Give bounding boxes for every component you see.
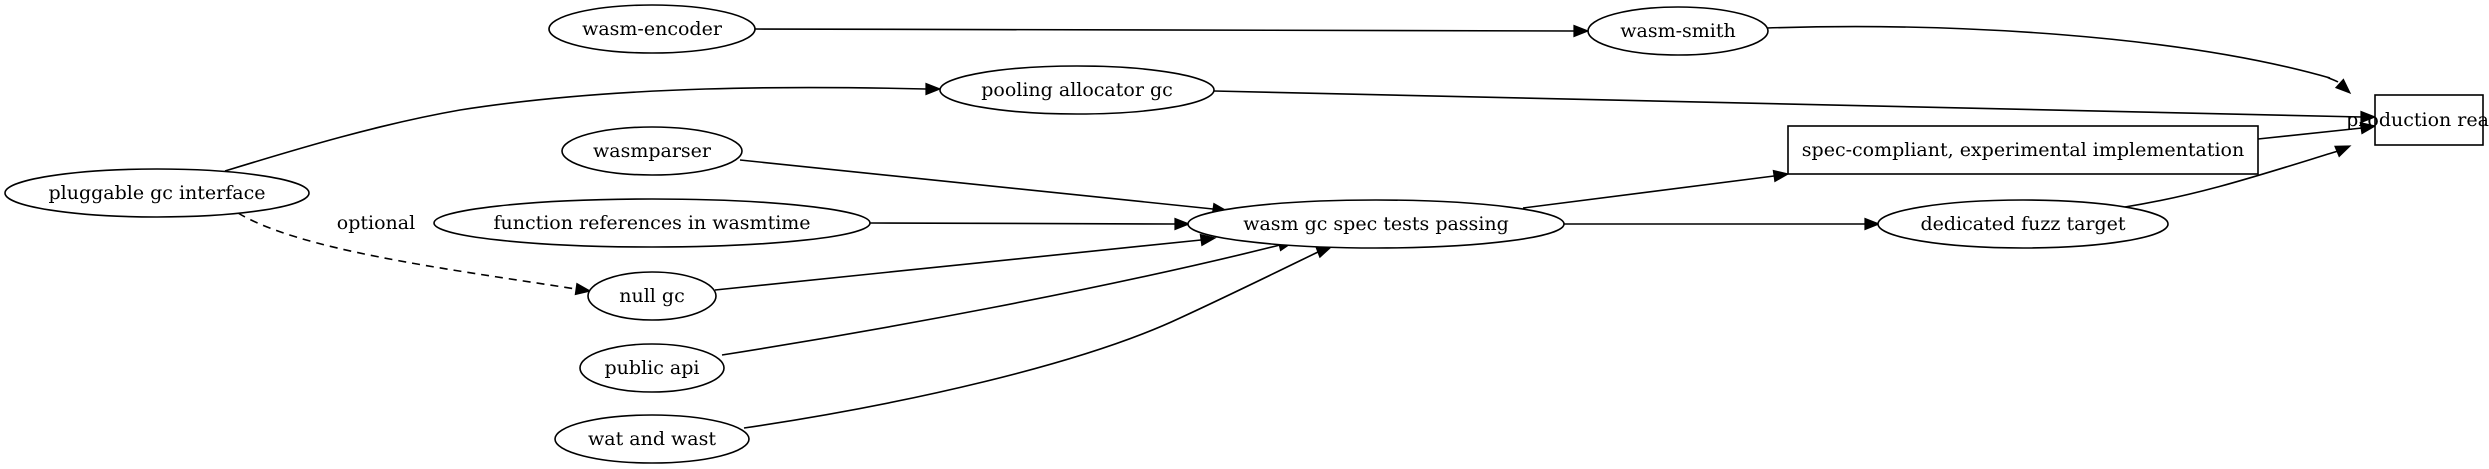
arrow-head [1199, 233, 1217, 247]
node-wasm-gc-spec-tests: wasm gc spec tests passing [1187, 199, 1565, 249]
edge-function-references-to-wasm-gc-spec-tests [869, 217, 1191, 231]
edge-line [1213, 90, 2363, 118]
node-label: wat and wast [588, 428, 716, 450]
node-wat-and-wast: wat and wast [554, 414, 750, 464]
edge-line [1766, 25, 2339, 83]
edge-public-api-to-wasm-gc-spec-tests [721, 239, 1295, 356]
nodes-layer: wasm-encoder wasm-smith pooling allocator … [4, 4, 2489, 464]
node-label: pluggable gc interface [48, 182, 265, 204]
node-public-api: public api [579, 343, 725, 393]
node-function-references: function references in wasmtime [433, 198, 871, 248]
node-ellipse [554, 414, 750, 464]
edge-line [743, 251, 1319, 429]
node-label: wasm-encoder [582, 18, 723, 40]
node-label: wasm gc spec tests passing [1243, 213, 1509, 235]
edge-null-gc-to-wasm-gc-spec-tests [714, 233, 1217, 291]
arrow-head [2360, 110, 2377, 124]
edge-label: optional [337, 212, 415, 234]
node-wasm-smith: wasm-smith [1587, 6, 1769, 56]
arrow-head [1174, 217, 1191, 231]
edge-wasm-gc-spec-tests-to-dedicated-fuzz-target [1564, 217, 1881, 231]
node-label: wasm-smith [1620, 20, 1736, 42]
node-box [2374, 94, 2484, 146]
edge-dedicated-fuzz-target-to-production-ready [2124, 145, 2352, 208]
node-production-ready: production ready [2346, 94, 2489, 146]
node-label: wasmparser [593, 140, 712, 162]
edge-line [224, 86, 927, 172]
edge-line [237, 212, 577, 290]
arrow-head [574, 282, 592, 296]
node-label: pooling allocator gc [981, 79, 1173, 101]
arrow-head [2334, 78, 2352, 95]
edge-pooling-allocator-gc-to-production-ready [1213, 90, 2377, 124]
node-wasm-encoder: wasm-encoder [548, 4, 756, 54]
node-spec-compliant: spec-compliant, experimental implementat… [1787, 125, 2259, 175]
edge-line [2124, 150, 2339, 208]
node-pooling-allocator-gc: pooling allocator gc [939, 65, 1215, 115]
node-wasmparser: wasmparser [561, 126, 743, 176]
edge-wasm-encoder-to-wasm-smith [754, 24, 1590, 38]
node-label: null gc [619, 285, 684, 307]
edges-layer: optional [224, 24, 2377, 429]
node-ellipse [939, 65, 1215, 115]
node-box [1787, 125, 2259, 175]
edge-line [739, 159, 1214, 210]
edge-line [721, 244, 1281, 356]
node-pluggable-gc-interface: pluggable gc interface [4, 168, 310, 218]
edge-line [2257, 127, 2363, 140]
arrow-head [925, 82, 942, 96]
node-label: production ready [2346, 109, 2489, 131]
edge-wasm-gc-spec-tests-to-spec-compliant [1522, 169, 1790, 209]
node-ellipse [587, 271, 717, 321]
edge-line [1522, 175, 1775, 209]
arrow-head [2334, 145, 2352, 158]
node-null-gc: null gc [587, 271, 717, 321]
node-ellipse [548, 4, 756, 54]
node-ellipse [579, 343, 725, 393]
edge-pluggable-gc-interface-to-null-gc: optional [237, 212, 592, 296]
node-label: function references in wasmtime [493, 212, 810, 234]
node-ellipse [1877, 199, 2169, 249]
edge-pluggable-gc-interface-to-pooling-allocator-gc [224, 82, 942, 172]
node-label: public api [605, 357, 700, 379]
arrow-head [1864, 217, 1881, 231]
edge-line [714, 239, 1202, 291]
node-ellipse [1587, 6, 1769, 56]
node-dedicated-fuzz-target: dedicated fuzz target [1877, 199, 2169, 249]
node-label: spec-compliant, experimental implementat… [1802, 139, 2244, 161]
edge-line [754, 28, 1575, 32]
node-ellipse [433, 198, 871, 248]
edge-spec-compliant-to-production-ready [2257, 121, 2377, 140]
arrow-head [2359, 121, 2377, 135]
arrow-head [1573, 24, 1590, 38]
node-ellipse [4, 168, 310, 218]
node-label: dedicated fuzz target [1920, 213, 2125, 235]
arrow-head [1315, 246, 1333, 259]
edge-line [869, 222, 1176, 225]
node-ellipse [561, 126, 743, 176]
edge-wasm-smith-to-production-ready [1766, 25, 2352, 95]
arrow-head [1772, 169, 1790, 183]
node-ellipse [1187, 199, 1565, 249]
